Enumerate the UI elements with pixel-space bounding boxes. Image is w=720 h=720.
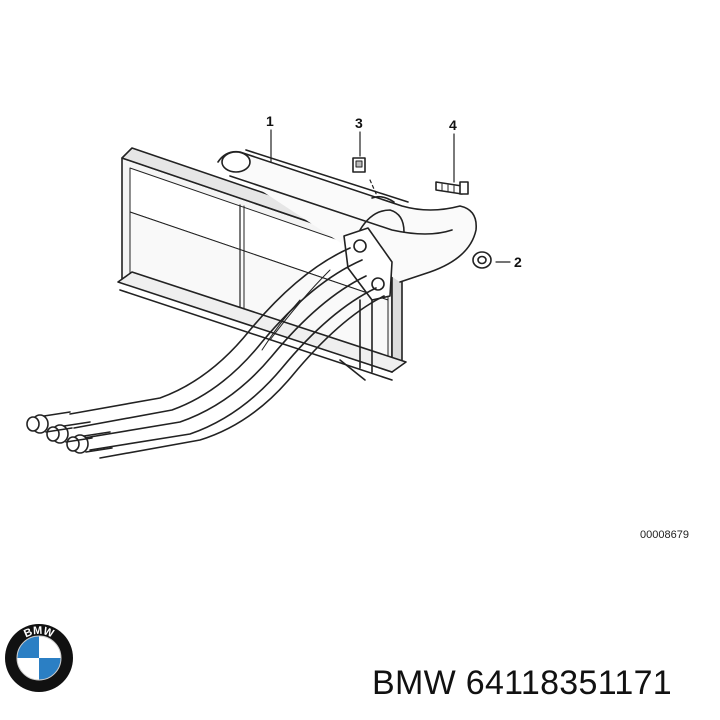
upper-tubes [217, 149, 477, 283]
callout-2: 2 [514, 254, 522, 270]
bmw-logo: BMW [5, 624, 73, 692]
tube-bracket [343, 227, 393, 301]
brand-name: BMW [372, 664, 456, 702]
bolt-part-4 [435, 181, 469, 195]
callout-1: 1 [266, 113, 274, 129]
seal-ring-part-2 [472, 251, 492, 269]
part-caption: BMW 64118351171 [372, 664, 672, 703]
outlet-tubes [69, 247, 385, 459]
heater-core [117, 147, 407, 381]
leader-lines [270, 129, 511, 263]
part-number: 64118351171 [465, 664, 673, 702]
tube-ends [26, 411, 113, 454]
drawing-code: 00008679 [640, 529, 689, 541]
callout-4: 4 [449, 117, 457, 133]
nut-part-3 [352, 157, 366, 173]
callout-3: 3 [355, 115, 363, 131]
